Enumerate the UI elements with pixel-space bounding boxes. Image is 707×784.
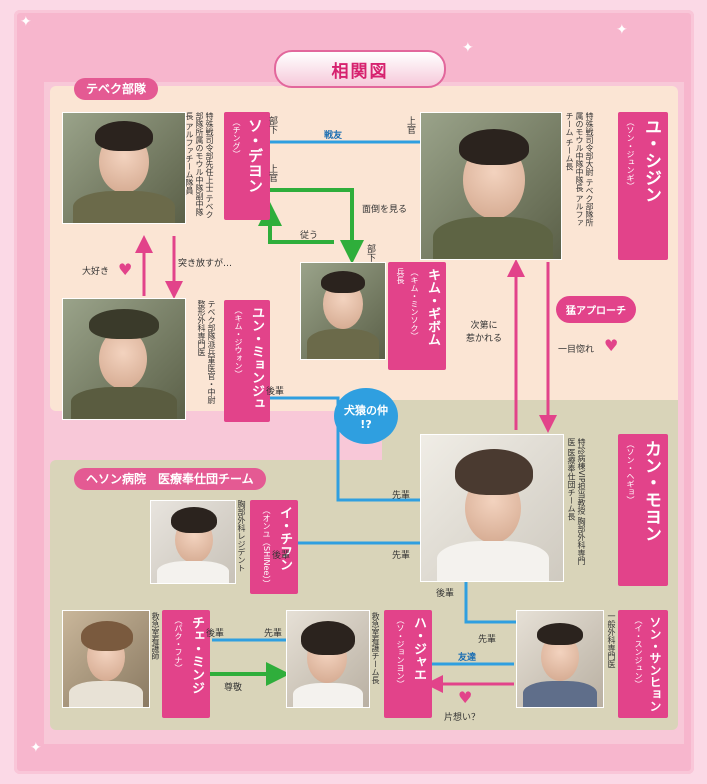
label-sonkei: 尊敬 [224,683,243,693]
sparkle-icon: ✦ [20,14,32,30]
reading-choi: （パク・フナ） [174,616,183,672]
label-daisuki: 大好き [82,267,110,277]
reading-ha: （ソ・ジョンヨン） [396,616,405,688]
label-superior-a: 上官 [405,116,415,134]
label-shidaini: 次第に 惹かれる [466,321,503,344]
heart-icon: ♥ [458,688,473,707]
desc-seo: 特殊戦司令部先任上士 テベク部隊所属のモウル中隊副中隊長 アルファチーム隊員 [185,112,214,219]
name-choi: チェ・ミンジ [189,616,204,694]
nametag-song: ソン・サンヒョン （イ・スンジュン） [618,610,668,718]
label-superior-b: 上官 [267,164,277,182]
badge-mou-approach: 猛アプローチ [556,296,636,323]
label-kohai-a: 後輩 [266,387,285,397]
desc-ha: 救急室看護チーム長 [371,612,380,684]
label-tomodachi: 友達 [458,653,477,663]
arrow-shitagau [258,202,334,244]
reading-yoon: （キム・ジウォン） [234,306,243,378]
reading-kang: （ソン・ヘギョ） [626,440,635,504]
label-kohai-d: 後輩 [206,629,225,639]
reading-yoo: （ソン・ジュンギ） [626,118,635,190]
desc-lee: 胸部外科レジデント [237,500,246,572]
label-senpai-a: 先輩 [392,491,411,501]
sparkle-icon: ✦ [30,740,42,756]
name-song: ソン・サンヒョン [648,616,662,712]
name-kim: キム・ギボム [425,268,440,346]
desc-kang: 特診病棟VIP担当教授 胸部外科専門医 医療奉仕団チーム長 [567,438,586,566]
label-tsukihanasu: 突き放すが… [178,259,233,269]
label-hitomebore: 一目惚れ [558,345,595,355]
photo-ha [286,610,370,708]
label-senpai-d: 先輩 [264,629,283,639]
label-kohai-c: 後輩 [436,589,455,599]
nametag-ha: ハ・ジャエ （ソ・ジョンヨン） [384,610,432,718]
bubble-kenen: 犬猿の仲 !? [334,388,398,444]
reading-seo: （チング） [232,118,241,158]
sparkle-icon: ✦ [616,22,628,38]
reading-lee: （オンユ（SHINee）） [262,506,271,588]
label-kataomoi: 片想い？ [444,713,481,723]
photo-kim [300,262,386,360]
label-senyu: 戦友 [324,131,343,141]
name-yoo: ユ・シジン [641,118,661,203]
name-ha: ハ・ジャエ [411,616,426,681]
label-shitagau: 従う [300,231,319,241]
name-lee: イ・チフン [277,506,292,571]
desc-choi: 救急室看護師 [151,612,160,660]
name-kang: カン・モヨン [641,440,661,542]
heart-icon: ♥ [118,260,133,279]
photo-seo [62,112,186,224]
label-kohai-b: 後輩 [272,551,291,561]
desc-kim: 兵長 [396,268,405,284]
sparkle-icon: ✦ [462,40,474,56]
label-senpai-b: 先輩 [392,551,411,561]
desc-yoo: 特殊戦司令部大尉 テベク部隊所属のモウル中隊中隊長 アルファチーム チーム長 [565,112,594,227]
label-mendou: 面倒を見る [362,205,408,215]
nametag-kang: カン・モヨン （ソン・ヘギョ） [618,434,668,586]
nametag-lee: イ・チフン （オンユ（SHINee）） [250,500,298,594]
line-kang-song [464,580,530,624]
photo-yoon [62,298,186,420]
photo-choi [62,610,150,708]
bubble-kenen-line1: 犬猿の仲 [344,403,388,417]
label-subordinate: 部下 [267,116,277,134]
nametag-yoon: ユン・ミョンジュ （キム・ジウォン） [224,300,270,422]
label-subordinate-b: 部下 [365,244,375,262]
photo-lee [150,500,236,584]
nametag-yoo: ユ・シジン （ソン・ジュンギ） [618,112,668,260]
nametag-choi: チェ・ミンジ （パク・フナ） [162,610,210,718]
page-title: 相関図 [331,61,389,82]
nametag-seo: ソ・デヨン （チング） [224,112,270,220]
bubble-kenen-line2: !? [360,417,372,431]
photo-song [516,610,604,708]
desc-yoon: テベク部隊派兵軍医官・中尉 整形外科専門医 [197,300,216,404]
photo-kang [420,434,564,582]
title-banner: 相関図 [274,50,446,88]
name-yoon: ユン・ミョンジュ [249,306,264,410]
desc-song: 一般外科専門医 [607,612,616,668]
photo-yoo [420,112,562,260]
name-seo: ソ・デヨン [246,118,264,193]
group-label-haesung: ヘソン病院 医療奉仕団チーム [74,468,266,490]
heart-icon: ♥ [604,336,619,355]
line-yoon-kang [262,396,420,502]
arrow-mendou [262,188,364,264]
group-label-taebaek: テベク部隊 [74,78,159,100]
nametag-kim: キム・ギボム （キム・ミンソク） 兵長 [388,262,446,370]
reading-song: （イ・スンジュン） [634,616,643,688]
label-senpai-c: 先輩 [478,635,497,645]
reading-kim: （キム・ミンソク） [410,268,419,340]
